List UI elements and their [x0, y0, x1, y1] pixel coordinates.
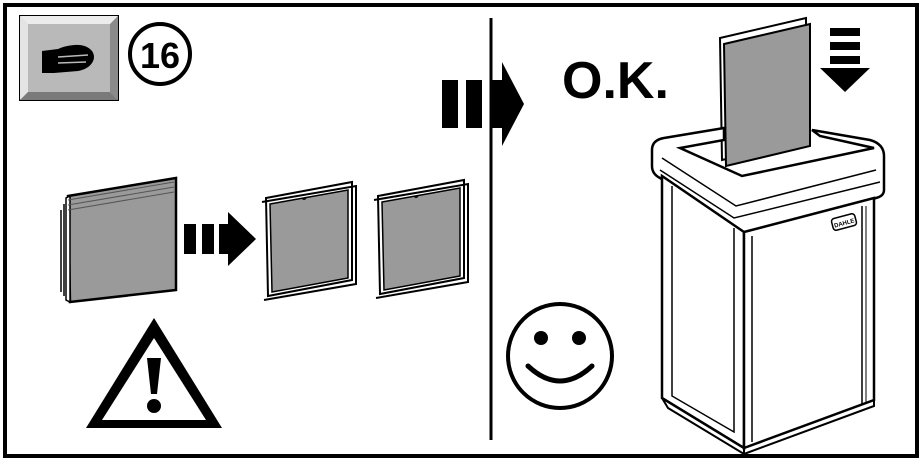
ok-label: O.K.: [562, 52, 669, 110]
smiley-face-icon: [506, 302, 614, 410]
brand-badge: [830, 213, 858, 231]
paper-sheet: [261, 180, 357, 301]
brand-label: DAHLE: [834, 218, 856, 229]
hand-icon: [42, 44, 94, 73]
paper-shredder: DAHLE: [650, 126, 886, 456]
arrow-right-icon: [184, 212, 256, 266]
paper-sheet: [373, 178, 469, 299]
paper-in-shredder: [718, 16, 811, 168]
warning-triangle-icon: [86, 318, 222, 428]
arrow-right-icon: [442, 62, 524, 146]
hand-button: [19, 15, 119, 101]
arrow-down-icon: [820, 28, 870, 92]
paper-stack: [60, 176, 178, 304]
step-number: 16: [140, 35, 180, 76]
step-number-badge: 16: [128, 22, 192, 86]
